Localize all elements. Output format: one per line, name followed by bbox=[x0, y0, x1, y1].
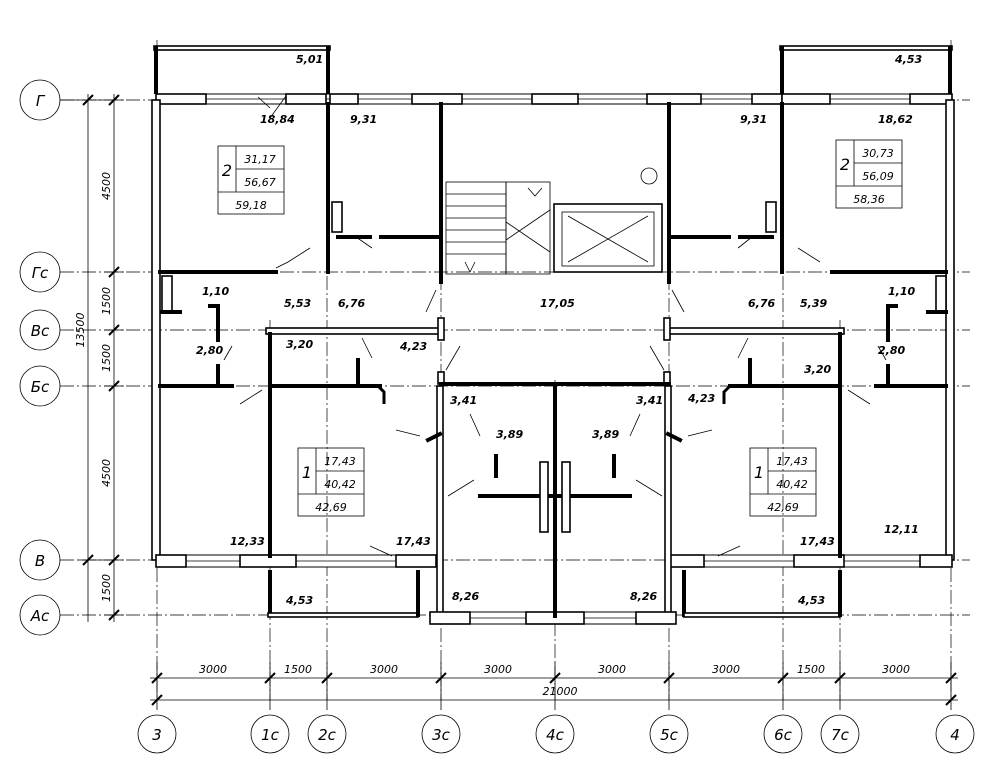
dim-left-5: 1500 bbox=[100, 574, 113, 602]
axis-bubbles-bottom: 3 1с 2с 3с 4с 5с 6с 7с 4 bbox=[137, 714, 975, 754]
interior-walls bbox=[158, 102, 948, 618]
apartment-number: 1 bbox=[302, 463, 312, 482]
room-area-label: 2,80 bbox=[196, 344, 223, 357]
axis-label-6s: 6с bbox=[774, 726, 793, 744]
room-area-label: 4,53 bbox=[285, 594, 313, 607]
axis-label-vs: Вс bbox=[31, 322, 50, 340]
apartment-area-living: 17,43 bbox=[776, 455, 808, 468]
axis-label-3s: 3с bbox=[432, 726, 451, 744]
apartment-area-total: 56,09 bbox=[862, 170, 894, 183]
dim-bottom-4: 3000 bbox=[484, 663, 512, 676]
apartment-area-full: 58,36 bbox=[853, 193, 885, 206]
room-area-label: 4,23 bbox=[687, 392, 715, 405]
apartment-table-4: 1 17,43 40,42 42,69 bbox=[749, 447, 817, 517]
dim-left-1: 4500 bbox=[100, 172, 113, 200]
dim-bottom-7: 1500 bbox=[797, 663, 825, 676]
door-swings bbox=[223, 95, 887, 557]
axis-label-3: 3 bbox=[152, 726, 162, 744]
apartment-table-1: 2 31,17 56,67 59,18 bbox=[217, 145, 285, 215]
room-area-labels: 5,01 4,53 18,84 9,31 9,31 18,62 1,10 5,5… bbox=[196, 53, 922, 607]
dim-bottom-5: 3000 bbox=[598, 663, 626, 676]
room-area-label: 2,80 bbox=[878, 344, 905, 357]
room-area-label: 17,05 bbox=[540, 297, 575, 310]
apartment-area-full: 42,69 bbox=[767, 501, 799, 514]
room-area-label: 1,10 bbox=[888, 285, 915, 298]
balconies bbox=[153, 45, 953, 618]
axis-label-1s: 1с bbox=[261, 726, 280, 744]
apartment-area-total: 56,67 bbox=[244, 176, 276, 189]
axis-label-2s: 2с bbox=[318, 726, 337, 744]
dim-left-4: 4500 bbox=[100, 459, 113, 487]
room-area-label: 5,01 bbox=[296, 53, 323, 66]
exterior-walls bbox=[151, 93, 955, 625]
dimension-lines bbox=[78, 94, 958, 710]
apartment-table-3: 1 17,43 40,42 42,69 bbox=[297, 447, 365, 517]
room-area-label: 6,76 bbox=[748, 297, 775, 310]
room-area-label: 18,84 bbox=[260, 113, 295, 126]
apartment-area-living: 17,43 bbox=[324, 455, 356, 468]
room-area-label: 17,43 bbox=[396, 535, 431, 548]
room-area-label: 4,23 bbox=[399, 340, 427, 353]
room-area-label: 3,89 bbox=[496, 428, 523, 441]
room-area-label: 4,53 bbox=[894, 53, 922, 66]
room-area-label: 5,39 bbox=[800, 297, 827, 310]
room-area-label: 17,43 bbox=[800, 535, 835, 548]
room-area-label: 1,10 bbox=[202, 285, 229, 298]
apartment-area-total: 40,42 bbox=[776, 478, 808, 491]
apartment-area-full: 59,18 bbox=[235, 199, 267, 212]
axis-label-gs: Гс bbox=[32, 264, 49, 282]
apartment-number: 1 bbox=[754, 463, 764, 482]
dimensions-left: 4500 1500 1500 4500 1500 13500 bbox=[74, 172, 113, 602]
axis-label-bs: Бс bbox=[31, 378, 50, 396]
apartment-number: 2 bbox=[840, 155, 850, 174]
axis-bubbles-left: Г Гс Вс Бс В Ас bbox=[19, 79, 78, 636]
apartment-number: 2 bbox=[222, 161, 232, 180]
room-area-label: 3,41 bbox=[450, 394, 477, 407]
apartment-area-total: 40,42 bbox=[324, 478, 356, 491]
room-area-label: 9,31 bbox=[740, 113, 767, 126]
axis-label-4s: 4с bbox=[546, 726, 565, 744]
axis-label-v: В bbox=[35, 552, 45, 570]
apartment-area-full: 42,69 bbox=[315, 501, 347, 514]
room-area-label: 3,20 bbox=[804, 363, 831, 376]
axis-label-7s: 7с bbox=[831, 726, 850, 744]
axis-label-5s: 5с bbox=[660, 726, 679, 744]
room-area-label: 4,53 bbox=[797, 594, 825, 607]
dim-bottom-6: 3000 bbox=[712, 663, 740, 676]
room-area-label: 5,53 bbox=[284, 297, 311, 310]
stair-and-elevator bbox=[445, 167, 663, 275]
room-area-label: 3,20 bbox=[286, 338, 313, 351]
dim-bottom-1: 3000 bbox=[199, 663, 227, 676]
dim-left-total: 13500 bbox=[74, 313, 87, 348]
axis-label-4: 4 bbox=[950, 726, 960, 744]
dim-bottom-8: 3000 bbox=[882, 663, 910, 676]
axis-label-g: Г bbox=[36, 92, 46, 110]
room-area-label: 18,62 bbox=[878, 113, 913, 126]
room-area-label: 8,26 bbox=[630, 590, 657, 603]
axis-gridlines bbox=[60, 40, 970, 700]
dim-bottom-2: 1500 bbox=[284, 663, 312, 676]
dim-bottom-total: 21000 bbox=[543, 685, 578, 698]
dimensions-bottom: 3000 1500 3000 3000 3000 3000 1500 3000 … bbox=[199, 663, 910, 698]
room-area-label: 3,89 bbox=[592, 428, 619, 441]
apartment-table-2: 2 30,73 56,09 58,36 bbox=[835, 139, 903, 209]
room-area-label: 8,26 bbox=[452, 590, 479, 603]
room-area-label: 12,11 bbox=[884, 523, 919, 536]
room-area-label: 3,41 bbox=[636, 394, 663, 407]
room-area-label: 6,76 bbox=[338, 297, 365, 310]
dim-bottom-3: 3000 bbox=[370, 663, 398, 676]
axis-label-as: Ас bbox=[30, 607, 50, 625]
apartment-area-living: 30,73 bbox=[862, 147, 894, 160]
room-area-label: 12,33 bbox=[230, 535, 265, 548]
room-area-label: 9,31 bbox=[350, 113, 377, 126]
apartment-area-living: 31,17 bbox=[244, 153, 276, 166]
dim-left-3: 1500 bbox=[100, 344, 113, 372]
dim-left-2: 1500 bbox=[100, 287, 113, 315]
